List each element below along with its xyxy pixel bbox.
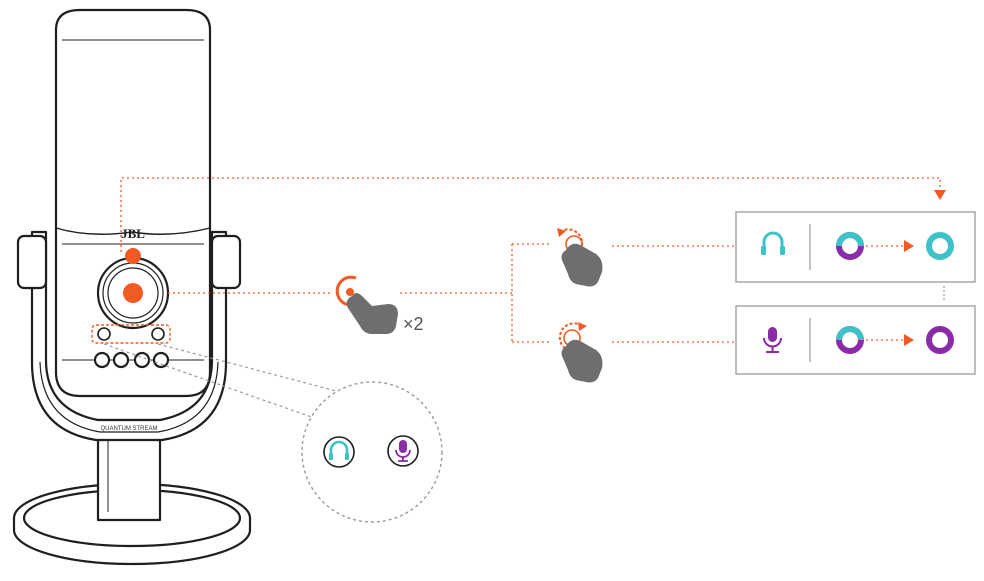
microphone-icon <box>763 327 782 353</box>
microphone-icon <box>387 435 419 467</box>
model-label: QUANTUM STREAM <box>101 426 158 432</box>
headphones-icon <box>761 231 785 255</box>
hand-icon <box>346 293 398 334</box>
top-flow-line <box>120 177 941 252</box>
rotate-counterclockwise-gesture <box>558 322 603 383</box>
rotate-clockwise-gesture <box>557 228 603 287</box>
led-callout <box>103 343 443 523</box>
ring-purple-icon <box>926 326 954 354</box>
mute-button-outline <box>93 351 111 369</box>
double-press-label: ×2 <box>403 314 424 334</box>
double-press-gesture: ×2 <box>335 275 424 334</box>
panel-microphone <box>735 305 976 375</box>
headphones-icon <box>323 436 355 468</box>
dial-press-marker <box>123 283 143 303</box>
headphone-led <box>97 327 111 341</box>
flow-lines <box>120 177 941 343</box>
ring-mixed-icon <box>836 232 864 260</box>
mic-yoke <box>30 230 228 442</box>
panel-headphone <box>735 211 976 283</box>
jbl-logo: JBL <box>121 226 145 241</box>
microphone-device: QUANTUM STREAM JBL <box>12 8 252 566</box>
top-arrowhead <box>934 190 946 200</box>
dial-led-marker <box>125 248 141 264</box>
right-knob <box>210 234 242 290</box>
indicator-highlight <box>91 324 171 344</box>
mic-led <box>151 327 165 341</box>
ring-mixed-icon <box>836 326 864 354</box>
hand-icon <box>561 243 603 287</box>
ring-teal-icon <box>926 232 954 260</box>
hand-icon <box>561 339 603 383</box>
mic-body <box>54 8 212 398</box>
left-knob <box>16 234 48 290</box>
